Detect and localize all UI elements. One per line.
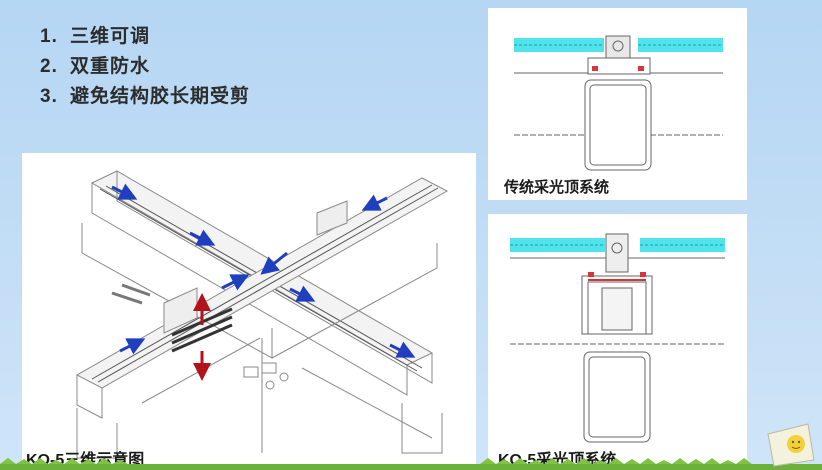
feature-item: 3.避免结构胶长期受剪 xyxy=(40,86,251,107)
ko5-3d-drawing xyxy=(75,170,449,459)
glass-pane xyxy=(510,238,725,252)
sun-note-icon xyxy=(767,423,815,467)
ko5-3d-panel: KO-5三维示意图 xyxy=(22,153,476,470)
bolt xyxy=(111,291,143,305)
caption-traditional: 传统采光顶系统 xyxy=(504,179,610,196)
ko5-system-panel: KO-5采光顶系统 xyxy=(488,214,747,470)
traditional-drawing xyxy=(514,35,723,171)
feature-list: 1.三维可调 2.双重防水 3.避免结构胶长期受剪 xyxy=(40,22,250,112)
glass-pane xyxy=(514,38,723,52)
ko5-system-drawing xyxy=(510,233,725,443)
grass-decoration xyxy=(0,458,822,470)
seal xyxy=(588,272,646,281)
feature-item: 1.三维可调 xyxy=(40,26,151,47)
feature-item: 2.双重防水 xyxy=(40,56,151,77)
seal xyxy=(592,66,644,71)
flow-arrows xyxy=(111,183,416,358)
traditional-panel: 传统采光顶系统 xyxy=(488,8,747,200)
